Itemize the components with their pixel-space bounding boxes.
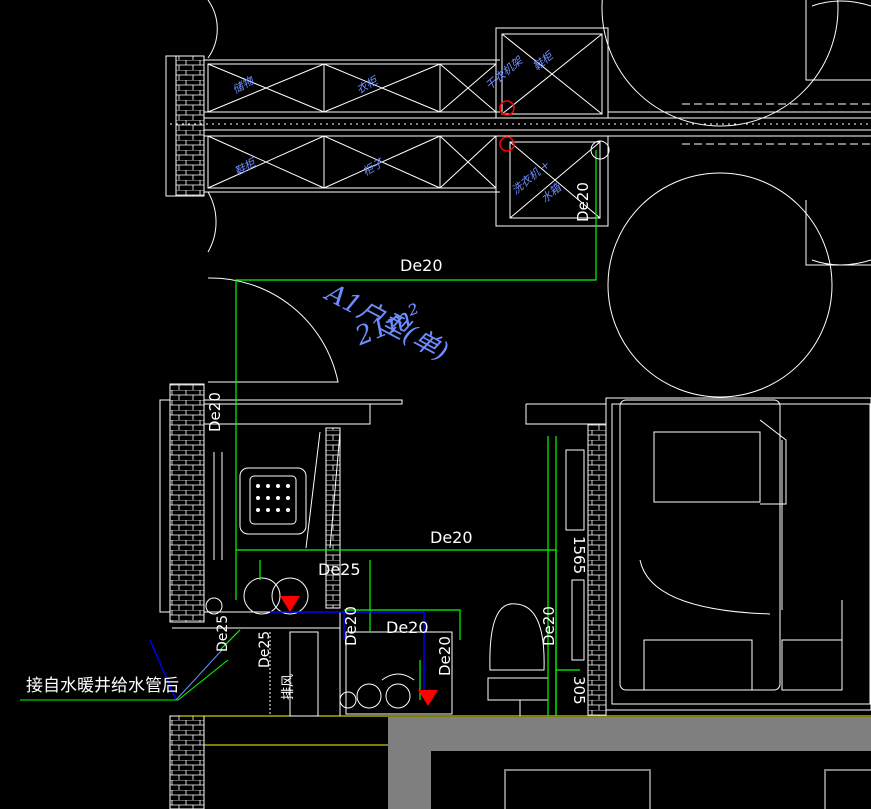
floor-drain-icon — [280, 596, 438, 706]
pipe-label-bath: De20 — [430, 528, 473, 547]
pipe-label-left-b: De25 — [257, 630, 273, 668]
pipe-label-toilet-b: De20 — [386, 618, 429, 637]
vent-label: 排风 — [281, 673, 296, 700]
pipe-label-right: De20 — [540, 606, 558, 646]
pipe-label-main: De20 — [400, 256, 443, 275]
wardrobe-cabinets — [207, 33, 603, 219]
bed-icon — [619, 399, 843, 691]
pipe-label-riser: De20 — [206, 392, 224, 432]
toilet-icon — [487, 603, 549, 716]
bathtub-icon — [339, 631, 453, 715]
pipe-label-branch: De25 — [318, 560, 361, 579]
water-meter-icon — [590, 140, 610, 160]
pipe-label-upper-right: De20 — [574, 182, 592, 222]
water-supply-pipes — [219, 150, 597, 716]
dimension-1565: 1565 — [570, 536, 588, 575]
pipe-label-toilet-a: De20 — [342, 606, 360, 646]
door-swings — [207, 0, 871, 398]
dimension-305: 305 — [570, 676, 588, 705]
connection-note: 接自水暖井给水管后 — [26, 676, 179, 696]
drain-pipes — [149, 611, 425, 701]
armchair-icon — [213, 452, 307, 560]
vent-duct — [269, 631, 319, 717]
pipe-label-toilet-c: De20 — [436, 636, 454, 676]
pipe-label-left-a: De25 — [215, 614, 231, 652]
note-leader — [20, 659, 229, 701]
lower-room-outlines — [431, 751, 871, 809]
valve-icon — [499, 100, 515, 152]
bathroom-walls — [159, 383, 871, 809]
